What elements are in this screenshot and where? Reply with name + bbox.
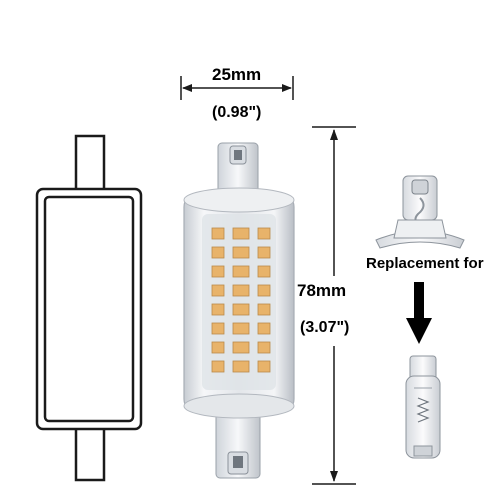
width-dimension <box>180 76 294 100</box>
smd-led-chip <box>257 360 271 373</box>
smd-led-chip <box>257 322 271 335</box>
width-mm-label: 25mm <box>212 65 262 84</box>
smd-led-chip <box>211 341 225 354</box>
smd-led-chip <box>211 265 225 278</box>
smd-led-chip <box>232 322 250 335</box>
height-inch-label: (3.07") <box>300 319 350 336</box>
width-inch-label: (0.98") <box>212 104 262 121</box>
smd-led-chip <box>232 284 250 297</box>
smd-led-chip <box>232 303 250 316</box>
outline-body <box>35 187 143 431</box>
smd-led-chip <box>211 322 225 335</box>
led-bulb-photo <box>183 142 295 479</box>
height-mm-label: 78mm <box>297 281 347 300</box>
smd-led-chip <box>232 341 250 354</box>
bulb-outline-schematic <box>35 134 143 482</box>
smd-led-chip <box>257 284 271 297</box>
smd-led-chip <box>257 341 271 354</box>
smd-led-chip <box>232 265 250 278</box>
smd-led-chip <box>211 303 225 316</box>
halogen-bulb-top <box>375 175 465 249</box>
replacement-label: Replacement for <box>366 255 484 272</box>
smd-led-chip <box>257 227 271 240</box>
smd-led-chip <box>211 284 225 297</box>
smd-led-chip <box>257 246 271 259</box>
smd-led-chip <box>257 303 271 316</box>
smd-led-chip <box>211 360 225 373</box>
smd-led-chip <box>211 227 225 240</box>
smd-led-array <box>211 227 271 373</box>
down-arrow-icon <box>406 282 432 344</box>
smd-led-chip <box>232 227 250 240</box>
smd-led-chip <box>232 360 250 373</box>
smd-led-chip <box>211 246 225 259</box>
height-dimension <box>312 126 356 485</box>
smd-led-chip <box>232 246 250 259</box>
outline-body-inner <box>43 195 135 423</box>
halogen-tube-bottom <box>405 355 441 459</box>
smd-led-chip <box>257 265 271 278</box>
